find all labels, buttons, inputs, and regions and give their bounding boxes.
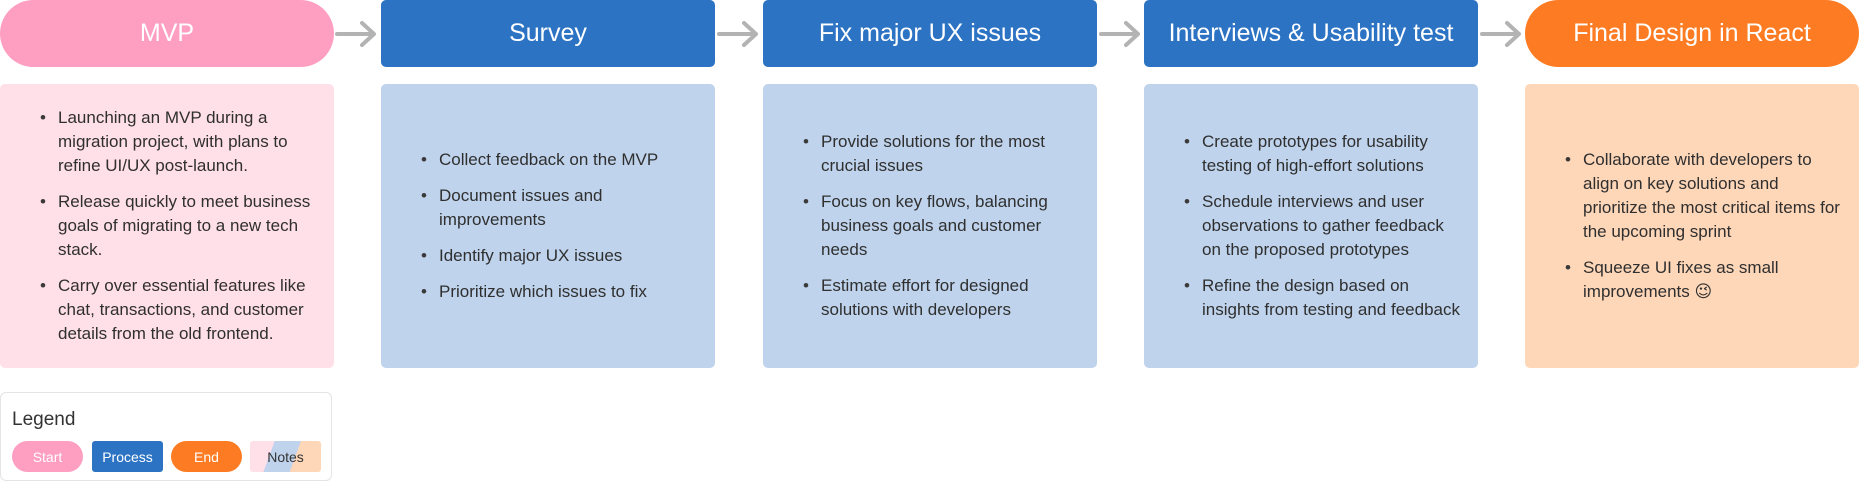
note-item: Identify major UX issues xyxy=(421,244,697,268)
arrow-right-icon xyxy=(1480,21,1521,47)
notes-list: Provide solutions for the most crucial i… xyxy=(793,130,1079,322)
step-fix-ux: Fix major UX issues Provide solutions fo… xyxy=(763,0,1097,368)
note-item: Collaborate with developers to align on … xyxy=(1565,148,1841,244)
legend-start-chip: Start xyxy=(12,441,83,472)
note-item: Create prototypes for usability testing … xyxy=(1184,130,1460,178)
note-item: Schedule interviews and user observation… xyxy=(1184,190,1460,262)
note-item: Prioritize which issues to fix xyxy=(421,280,697,304)
legend: Legend Start Process End Notes xyxy=(0,392,332,481)
step-final-design: Final Design in React Collaborate with d… xyxy=(1525,0,1859,368)
note-item: Provide solutions for the most crucial i… xyxy=(803,130,1079,178)
notes-list: Launching an MVP during a migration proj… xyxy=(30,106,316,346)
step-mvp: MVP Launching an MVP during a migration … xyxy=(0,0,334,368)
step-fix-ux-header: Fix major UX issues xyxy=(763,0,1097,67)
arrow-right-icon xyxy=(335,21,376,47)
note-item: Document issues and improvements xyxy=(421,184,697,232)
step-interviews-notes: Create prototypes for usability testing … xyxy=(1144,84,1478,368)
step-survey-header: Survey xyxy=(381,0,715,67)
note-item: Release quickly to meet business goals o… xyxy=(40,190,316,262)
step-survey-notes: Collect feedback on the MVP Document iss… xyxy=(381,84,715,368)
legend-title: Legend xyxy=(12,409,76,430)
notes-list: Create prototypes for usability testing … xyxy=(1174,130,1460,322)
legend-notes-chip: Notes xyxy=(250,441,321,472)
step-interviews: Interviews & Usability test Create proto… xyxy=(1144,0,1478,368)
note-item: Estimate effort for designed solutions w… xyxy=(803,274,1079,322)
notes-list: Collaborate with developers to align on … xyxy=(1555,148,1841,304)
note-item: Refine the design based on insights from… xyxy=(1184,274,1460,322)
step-survey: Survey Collect feedback on the MVP Docum… xyxy=(381,0,715,368)
note-item: Launching an MVP during a migration proj… xyxy=(40,106,316,178)
step-interviews-header: Interviews & Usability test xyxy=(1144,0,1478,67)
note-item: Squeeze UI fixes as small improvements 😉 xyxy=(1565,256,1841,304)
arrow-right-icon xyxy=(717,21,758,47)
note-item: Carry over essential features like chat,… xyxy=(40,274,316,346)
legend-process-chip: Process xyxy=(92,441,163,472)
legend-end-chip: End xyxy=(171,441,242,472)
step-final-design-header: Final Design in React xyxy=(1525,0,1859,67)
arrow-right-icon xyxy=(1099,21,1140,47)
step-mvp-notes: Launching an MVP during a migration proj… xyxy=(0,84,334,368)
step-fix-ux-notes: Provide solutions for the most crucial i… xyxy=(763,84,1097,368)
step-final-design-notes: Collaborate with developers to align on … xyxy=(1525,84,1859,368)
note-item: Focus on key flows, balancing business g… xyxy=(803,190,1079,262)
notes-list: Collect feedback on the MVP Document iss… xyxy=(411,148,697,304)
note-item: Collect feedback on the MVP xyxy=(421,148,697,172)
step-mvp-header: MVP xyxy=(0,0,334,67)
